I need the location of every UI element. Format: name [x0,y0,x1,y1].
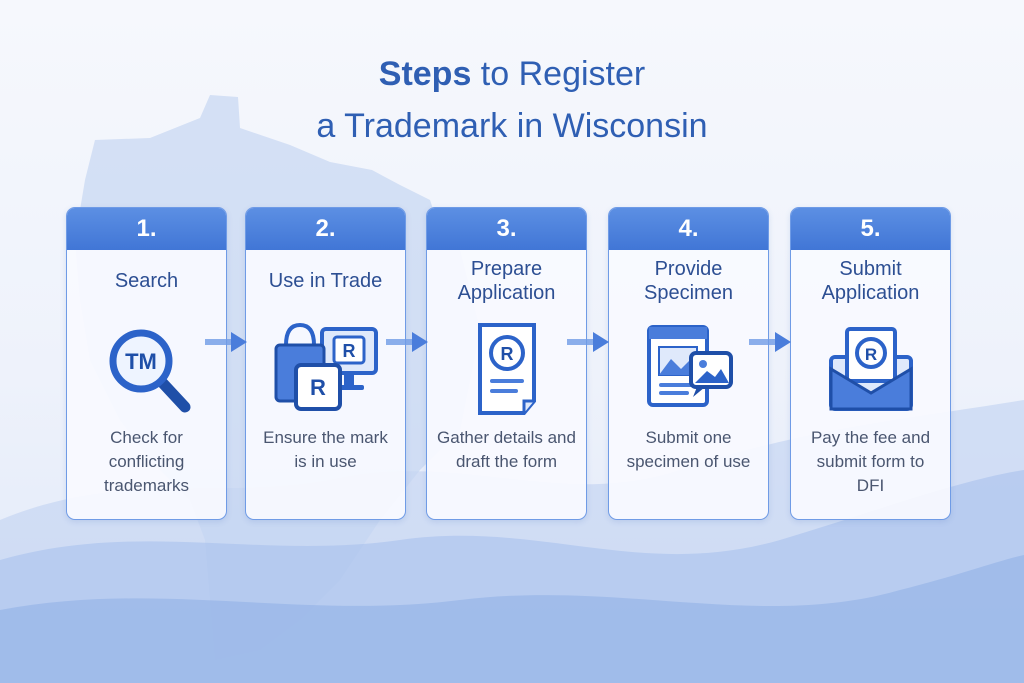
icon-label: R [864,345,876,364]
step-card-1: 1. Search TM Check for conflicting trade… [66,207,227,520]
title-line-2: a Trademark in Wisconsin [316,107,708,145]
arrow-right-icon [567,332,609,352]
step-name: Use in Trade [268,270,383,292]
step-card-2: 2. Use in Trade R R Ensure the mark is i… [245,207,406,520]
arrow-right-icon [386,332,428,352]
step-number: 3. [427,208,586,250]
icon-label: R [310,375,326,400]
step-number: 4. [609,208,768,250]
svg-text:R: R [342,341,355,361]
document-registered-icon: R [477,323,536,415]
envelope-registered-icon: R [828,327,913,411]
title-line-1: Steps to Register [0,48,1024,100]
step-number: 5. [791,208,950,250]
icon-container: R [427,312,586,426]
title-line-1-rest: to Register [471,55,646,93]
icon-container: R [791,312,950,426]
icon-label: TM [125,349,157,374]
icon-label: R [500,344,513,364]
step-name: Submit Application [821,258,920,304]
icon-container: TM [67,312,226,426]
title-bold-word: Steps [378,55,472,93]
icon-container: R R [246,312,405,426]
step-description: Pay the fee and submit form to DFI [810,428,931,495]
step-description: Ensure the mark is in use [263,428,388,471]
page-title: Steps to Register a Trademark in Wiscons… [0,48,1024,152]
step-card-3: 3. Prepare Application R Gather details … [426,207,587,520]
step-name: Search [114,270,179,292]
step-name: Provide Specimen [644,258,733,304]
step-name: Prepare Application [457,258,556,304]
step-description: Check for conflicting trademarks [103,428,190,495]
arrow-right-icon [749,332,791,352]
step-card-4: 4. Provide Specimen Submit one specimen … [608,207,769,520]
step-description: Gather details and draft the form [437,428,576,471]
step-card-5: 5. Submit Application R Pay the fee and … [790,207,951,520]
arrow-right-icon [205,332,247,352]
icon-container [609,312,768,426]
step-number: 1. [67,208,226,250]
shopping-bag-monitor-icon: R R [274,322,378,411]
magnifier-tm-icon: TM [109,329,190,413]
step-number: 2. [246,208,405,250]
step-description: Submit one specimen of use [626,428,751,471]
hills-front [0,555,1024,683]
specimen-image-icon [646,325,733,407]
